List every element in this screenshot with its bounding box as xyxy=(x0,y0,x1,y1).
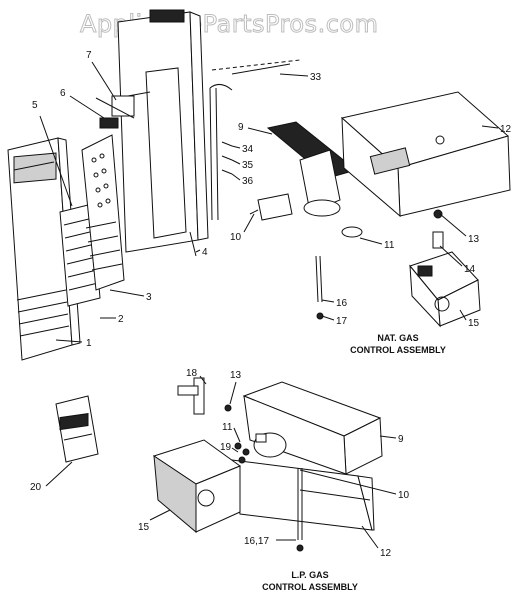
callout-7: 7 xyxy=(86,50,92,61)
callout-18: 18 xyxy=(186,368,198,379)
callout-16-17-lp: 16,17 xyxy=(244,536,269,547)
screws-part xyxy=(221,141,233,175)
nat-gas-caption-line1: NAT. GAS xyxy=(377,333,418,343)
callout-9-lp: 9 xyxy=(398,434,404,445)
callout-1: 1 xyxy=(86,338,92,349)
cabinet-part xyxy=(117,9,209,257)
lp-gas-caption-line2: CONTROL ASSEMBLY xyxy=(262,582,358,592)
leader-lines xyxy=(39,61,499,549)
callout-12-lp: 12 xyxy=(380,548,392,559)
lp-gas-burner-part xyxy=(242,381,383,475)
thermocouple-part xyxy=(315,255,324,320)
callout-36: 36 xyxy=(242,176,254,187)
control-module-part xyxy=(55,395,99,463)
callout-2: 2 xyxy=(118,314,124,325)
callout-3: 3 xyxy=(146,292,152,303)
base-pan-part xyxy=(340,91,511,218)
callout-10: 10 xyxy=(230,232,242,243)
callout-20: 20 xyxy=(30,482,42,493)
callout-34: 34 xyxy=(242,144,254,155)
lp-thermocouple-part xyxy=(296,468,304,552)
callout-15-lp: 15 xyxy=(138,522,150,533)
nat-gas-burner-part xyxy=(266,121,363,238)
nat-gas-caption-line2: CONTROL ASSEMBLY xyxy=(350,345,446,355)
heat-exchanger-part xyxy=(81,134,125,291)
callout-6: 6 xyxy=(60,88,66,99)
bracket-part xyxy=(95,95,135,129)
callout-17: 17 xyxy=(336,316,348,327)
elbow-fitting-part xyxy=(177,377,232,415)
lp-gas-valve-part xyxy=(152,439,242,534)
callout-12: 12 xyxy=(500,124,512,135)
callout-15: 15 xyxy=(468,318,480,329)
callout-labels: 1 2 3 4 5 6 7 9 10 11 12 13 14 15 16 17 … xyxy=(30,50,512,559)
orifice-part xyxy=(432,209,444,249)
callout-4: 4 xyxy=(202,247,208,258)
valve-fitting-part xyxy=(249,193,293,221)
callout-13: 13 xyxy=(468,234,480,245)
tubing-part xyxy=(209,59,301,221)
callout-5: 5 xyxy=(32,100,38,111)
lp-gas-caption-line1: L.P. GAS xyxy=(291,570,328,580)
callout-33: 33 xyxy=(310,72,322,83)
nat-gas-valve-part xyxy=(409,251,481,328)
callout-19: 19 xyxy=(220,442,232,453)
callout-35: 35 xyxy=(242,160,254,171)
callout-16: 16 xyxy=(336,298,348,309)
callout-11-lp: 11 xyxy=(222,422,233,433)
callout-14: 14 xyxy=(464,264,476,275)
callout-9: 9 xyxy=(238,122,244,133)
callout-10-lp: 10 xyxy=(398,490,410,501)
lp-fittings-part xyxy=(234,433,267,464)
callout-11: 11 xyxy=(384,240,395,251)
callout-13-lp: 13 xyxy=(230,370,242,381)
